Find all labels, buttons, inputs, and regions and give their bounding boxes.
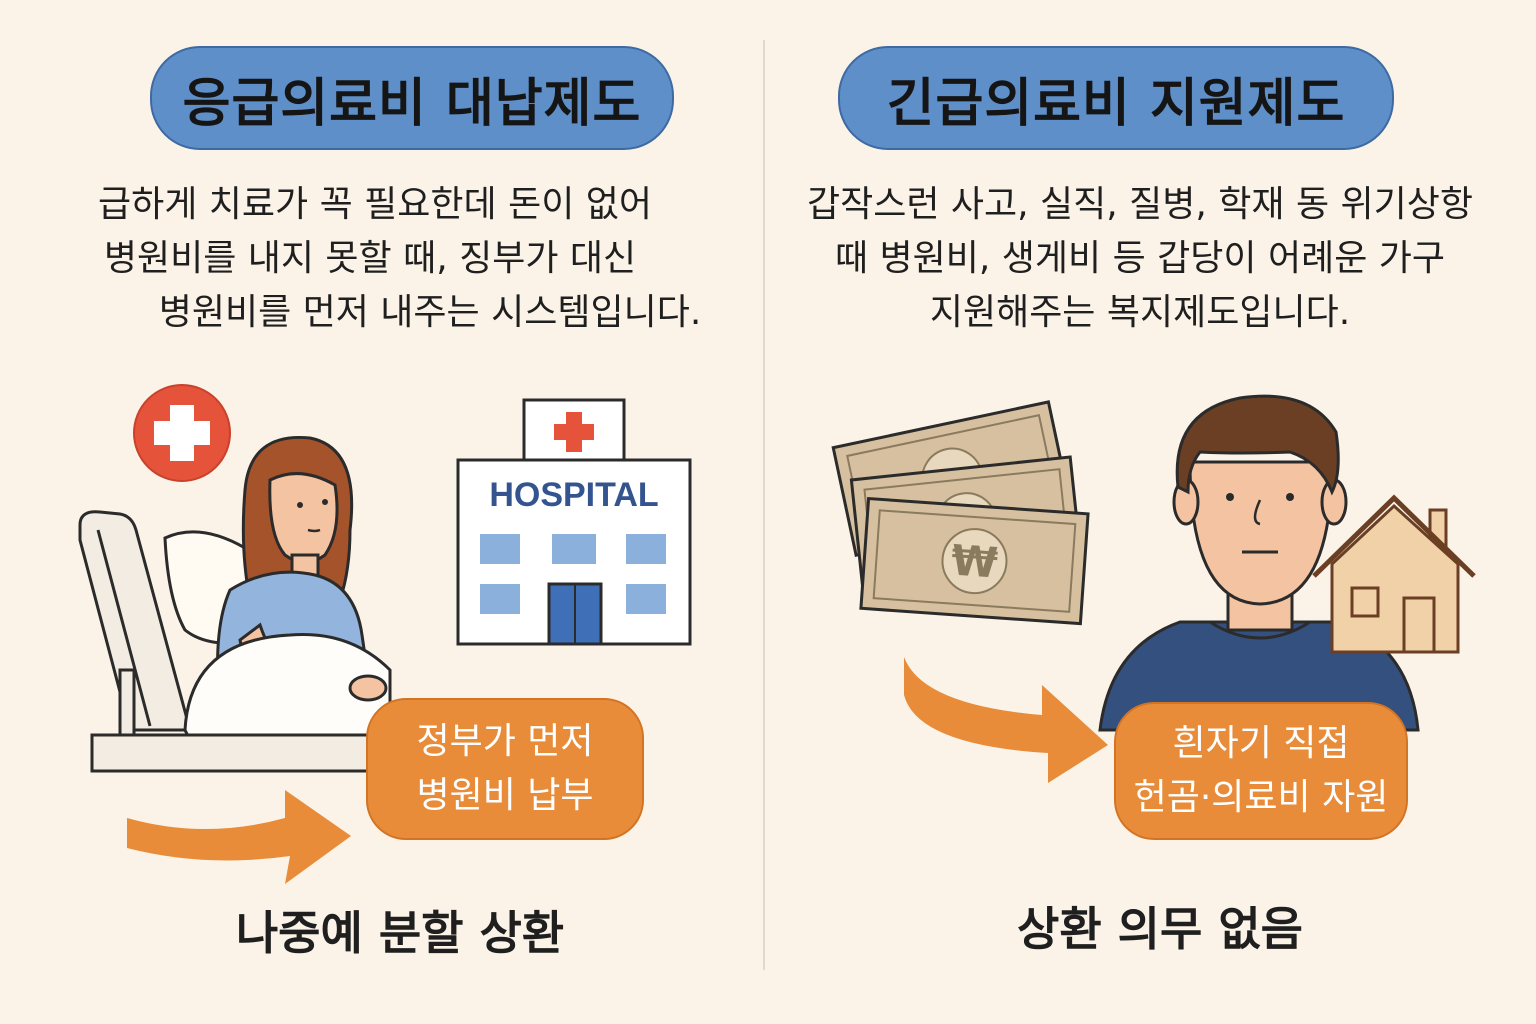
- right-badge-line-2: 헌곰·의료비 자원: [1133, 777, 1389, 818]
- left-badge-line-1: 정부가 먼저: [416, 721, 594, 762]
- hospital-sign: HOSPITAL: [489, 476, 658, 514]
- banknotes-illustration: ₩: [831, 400, 1090, 626]
- house-icon: [1312, 494, 1476, 654]
- left-desc-line-3: 병원비를 먼저 내주는 시스템입니다.: [158, 292, 702, 333]
- left-info-badge: 정부가 먼저 병원비 납부: [366, 698, 644, 840]
- left-badge-line-2: 병원비 납부: [416, 775, 594, 816]
- red-cross-icon: [133, 384, 231, 482]
- right-desc-line-3: 지원해주는 복지제도입니다.: [929, 292, 1351, 333]
- left-footer: 나중예 분할 상환: [235, 906, 565, 960]
- right-footer: 상환 의무 없음: [1017, 902, 1303, 956]
- right-arrow-icon: [904, 657, 1108, 783]
- left-desc-line-2: 병원비를 내지 못할 때, 징부가 대신: [103, 238, 637, 279]
- center-divider: [763, 40, 765, 970]
- right-desc-line-1: 갑작스런 사고, 실직, 질병, 학재 동 위기상항: [806, 184, 1474, 225]
- left-arrow-icon: [127, 790, 351, 884]
- right-desc-line-2: 때 병원비, 생게비 등 갑당이 어례운 가구: [834, 238, 1446, 279]
- right-badge-line-1: 흰자기 직접: [1172, 723, 1350, 764]
- patient-in-bed-illustration: [78, 435, 392, 773]
- left-title: 응급의료비 대납제도: [182, 73, 642, 134]
- left-title-pill: 응급의료비 대납제도: [150, 46, 674, 150]
- right-title-pill: 긴급의료비 지원제도: [838, 46, 1394, 150]
- left-description: 급하게 치료가 꼭 필요한데 돈이 없어 병원비를 내지 못할 때, 징부가 대…: [60, 178, 740, 340]
- left-desc-line-1: 급하게 치료가 꼭 필요한데 돈이 없어: [97, 184, 653, 225]
- right-description: 갑작스런 사고, 실직, 질병, 학재 동 위기상항 때 병원비, 생게비 등 …: [790, 178, 1490, 340]
- right-title: 긴급의료비 지원제도: [886, 73, 1346, 134]
- right-info-badge: 흰자기 직접 헌곰·의료비 자원: [1114, 702, 1408, 840]
- hospital-building-illustration: HOSPITAL: [456, 398, 692, 646]
- won-symbol: ₩: [950, 536, 1000, 588]
